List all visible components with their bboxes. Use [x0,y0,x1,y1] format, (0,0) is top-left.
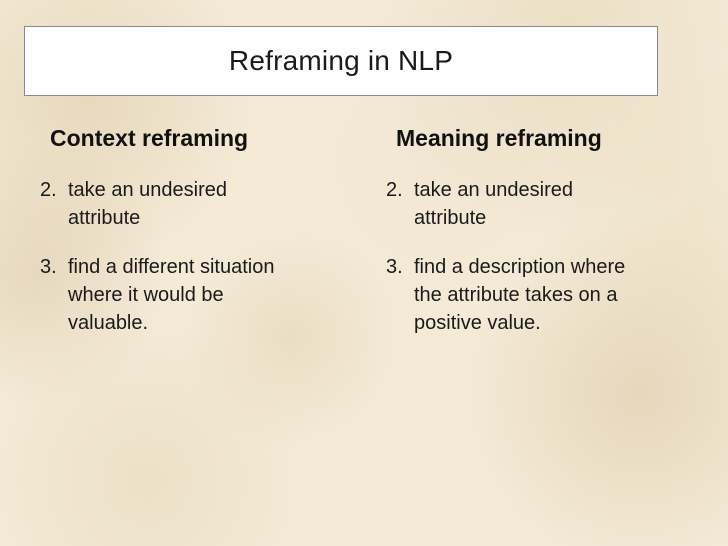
column-context-reframing: Context reframing 2. take an undesired a… [40,125,340,337]
column-heading-context: Context reframing [50,125,249,151]
columns-container: Context reframing 2. take an undesired a… [40,125,680,337]
list-item: 3. find a different situation where it w… [40,254,340,337]
list-item: 2. take an undesired attribute [40,177,340,232]
list-context-items: 2. take an undesired attribute 3. find a… [40,177,340,337]
list-item-text: take an undesired attribute [68,179,228,229]
list-meaning-items: 2. take an undesired attribute 3. find a… [364,177,664,337]
list-item-text: find a different situation where it woul… [68,256,275,334]
title-box: Reframing in NLP [24,26,658,96]
list-item-number: 3. [40,256,57,279]
list-item-number: 3. [386,256,403,279]
list-item-text: find a description where the attribute t… [414,256,626,334]
list-item: 3. find a description where the attribut… [364,254,664,337]
list-item-text: take an undesired attribute [414,179,574,229]
list-item: 2. take an undesired attribute [364,177,664,232]
list-item-number: 2. [40,179,57,202]
column-heading-meaning: Meaning reframing [396,125,602,151]
column-meaning-reframing: Meaning reframing 2. take an undesired a… [364,125,664,337]
page-title: Reframing in NLP [228,45,454,76]
list-item-number: 2. [386,179,403,202]
